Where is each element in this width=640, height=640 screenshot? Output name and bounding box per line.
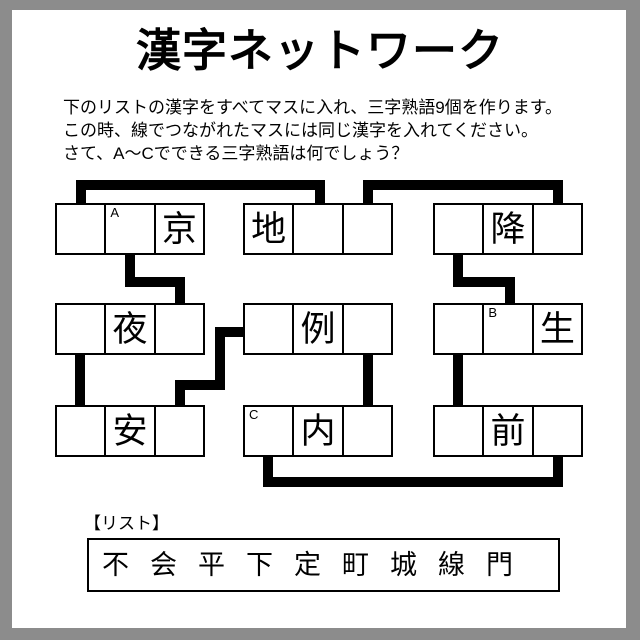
puzzle-cell	[57, 205, 105, 253]
connector-segment	[453, 277, 515, 287]
puzzle-cell	[245, 305, 293, 353]
instruction-line-2: この時、線でつながれたマスには同じ漢字を入れてください。	[63, 121, 538, 140]
cell-kanji: 京	[161, 209, 197, 249]
word-box-8: C 内	[243, 405, 393, 457]
puzzle-cell	[57, 305, 105, 353]
puzzle-cell	[435, 205, 483, 253]
puzzle-cell	[294, 205, 342, 253]
connector-segment	[363, 353, 373, 407]
puzzle-cell: 地	[245, 205, 293, 253]
connector-segment	[175, 380, 185, 407]
puzzle-cell: 京	[155, 205, 203, 253]
connector-segment	[76, 180, 86, 205]
cell-kanji: 降	[490, 209, 526, 249]
connector-segment	[76, 180, 325, 190]
puzzle-cell: 例	[294, 305, 342, 353]
word-box-2: 地	[243, 203, 393, 255]
cell-kanji: 地	[251, 209, 287, 249]
connector-segment	[363, 180, 373, 205]
list-kanji: 平	[198, 549, 225, 580]
word-box-6: B 生	[433, 303, 583, 355]
puzzle-cell	[435, 305, 483, 353]
puzzle-cell	[343, 205, 391, 253]
puzzle-cell: C	[245, 407, 293, 455]
list-kanji: 町	[342, 549, 369, 580]
connector-segment	[263, 455, 273, 487]
puzzle-cell: 内	[294, 407, 342, 455]
connector-segment	[453, 253, 463, 287]
puzzle-cell: 前	[484, 407, 532, 455]
puzzle-cell: 降	[484, 205, 532, 253]
cell-label: B	[488, 305, 497, 320]
list-kanji: 門	[486, 549, 513, 580]
instruction-line-3: さて、A～Cでできる三字熟語は何でしょう？	[63, 144, 409, 163]
puzzle-cell	[57, 407, 105, 455]
word-box-3: 降	[433, 203, 583, 255]
connector-segment	[215, 327, 225, 390]
cell-kanji: 夜	[112, 309, 148, 349]
puzzle-cell: B	[484, 305, 532, 353]
word-box-5: 例	[243, 303, 393, 355]
list-kanji: 下	[246, 549, 273, 580]
connector-segment	[315, 180, 325, 205]
puzzle-cell	[533, 205, 581, 253]
puzzle-cell: A	[106, 205, 154, 253]
connector-segment	[263, 477, 563, 487]
connector-segment	[553, 455, 563, 487]
cell-kanji: 安	[112, 411, 148, 451]
list-kanji: 定	[294, 549, 321, 580]
connector-segment	[125, 253, 135, 287]
puzzle-cell	[155, 407, 203, 455]
puzzle-cell: 生	[533, 305, 581, 353]
puzzle-cell	[533, 407, 581, 455]
puzzle-cell	[343, 305, 391, 353]
puzzle-cell	[155, 305, 203, 353]
word-box-4: 夜	[55, 303, 205, 355]
instructions: 下のリストの漢字をすべてマスに入れ、三字熟語9個を作ります。 この時、線でつなが…	[63, 96, 603, 165]
list-kanji: 不	[102, 549, 129, 580]
list-kanji: 線	[438, 549, 465, 580]
connector-segment	[175, 380, 225, 390]
list-kanji: 会	[150, 549, 177, 580]
cell-kanji: 前	[490, 411, 526, 451]
kanji-list-box: 不 会 平 下 定 町 城 線 門	[87, 538, 560, 592]
cell-kanji: 例	[300, 309, 336, 349]
puzzle-cell: 夜	[106, 305, 154, 353]
puzzle-cell: 安	[106, 407, 154, 455]
instruction-line-1: 下のリストの漢字をすべてマスに入れ、三字熟語9個を作ります。	[63, 98, 563, 117]
connector-segment	[75, 353, 85, 407]
word-box-7: 安	[55, 405, 205, 457]
connector-segment	[125, 277, 185, 287]
cell-label: C	[249, 407, 259, 422]
cell-label: A	[110, 205, 119, 220]
list-kanji: 城	[390, 549, 417, 580]
connector-segment	[453, 353, 463, 407]
page-title: 漢字ネットワーク	[135, 25, 504, 76]
word-box-1: A 京	[55, 203, 205, 255]
connector-segment	[215, 327, 245, 337]
connector-segment	[553, 180, 563, 205]
connector-segment	[175, 277, 185, 305]
connector-segment	[363, 180, 563, 190]
cell-kanji: 内	[300, 411, 336, 451]
word-box-9: 前	[433, 405, 583, 457]
cell-kanji: 生	[539, 309, 575, 349]
list-heading: 【リスト】	[84, 514, 169, 533]
connector-segment	[505, 277, 515, 305]
puzzle-cell	[343, 407, 391, 455]
puzzle-cell	[435, 407, 483, 455]
